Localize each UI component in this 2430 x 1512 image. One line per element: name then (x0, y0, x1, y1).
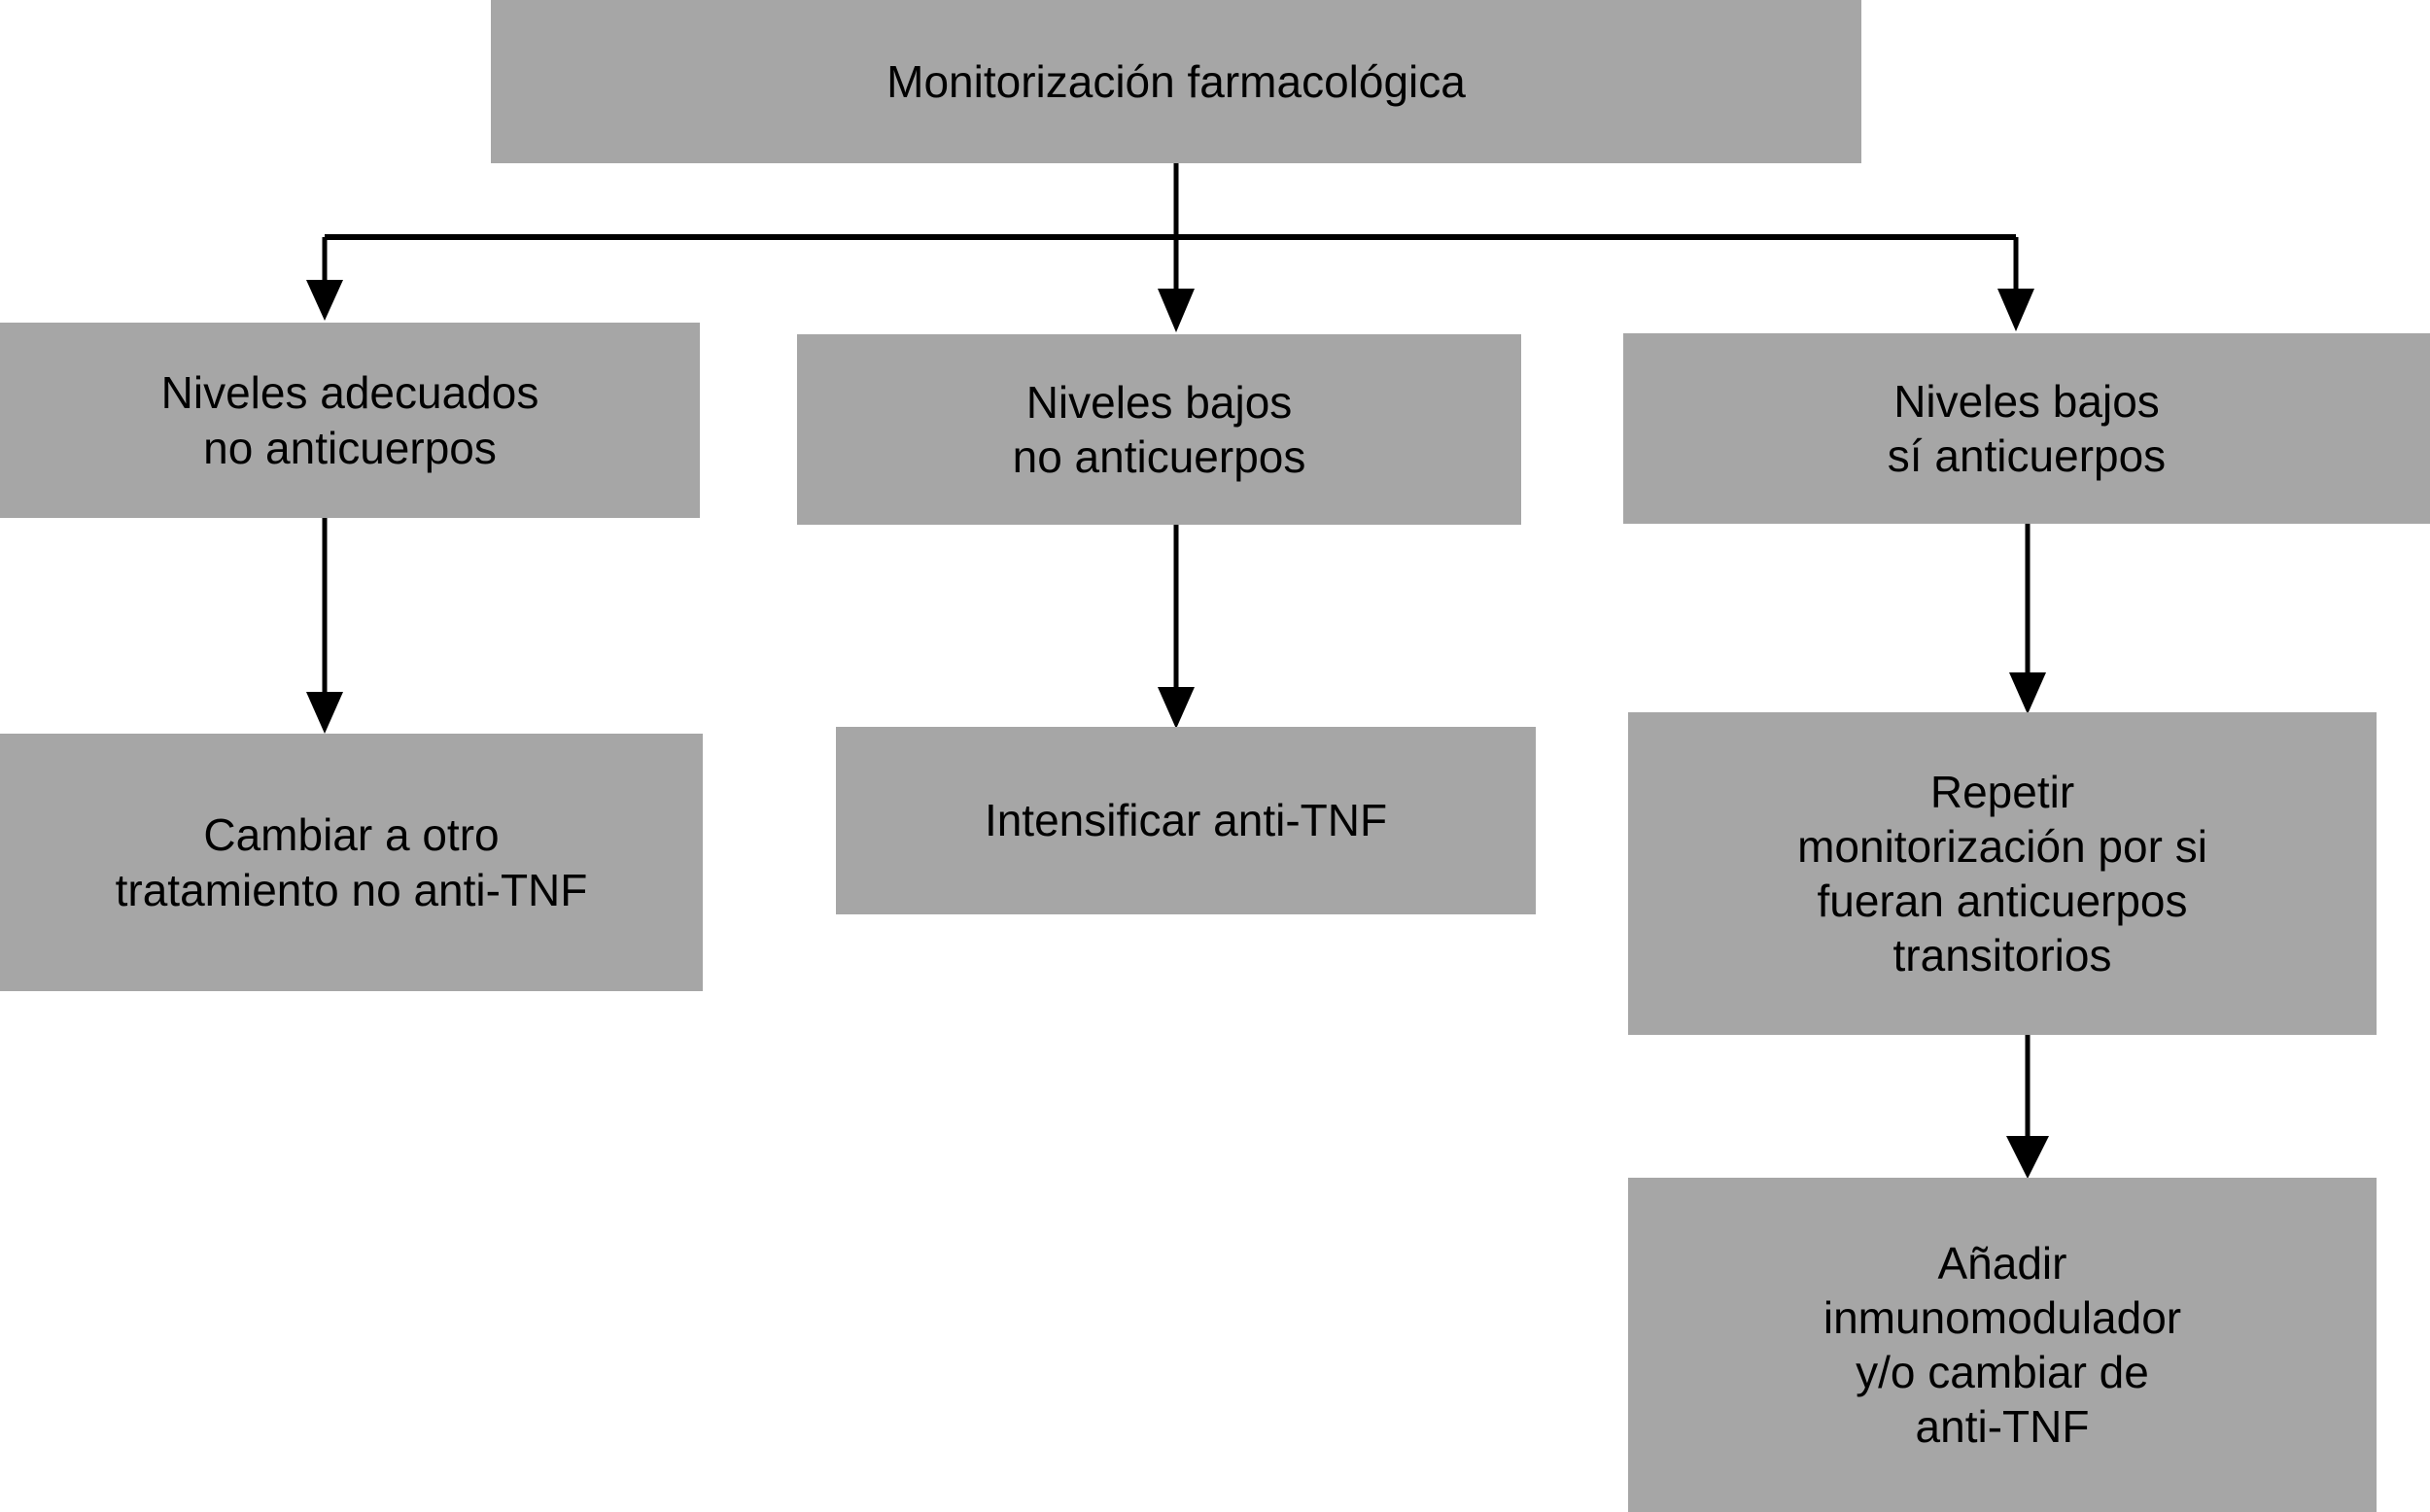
node-branch-niveles-bajos-no-anticuerpos[interactable]: Niveles bajos no anticuerpos (797, 334, 1521, 525)
edge-repeat-to-add-immuno-arrowhead (2006, 1136, 2049, 1179)
edge-low-no-ab-to-intensify-arrowhead (1158, 687, 1195, 729)
edge-root-to-adequate-arrowhead (306, 280, 343, 321)
node-action-anadir-inmunomodulador[interactable]: Añadir inmunomodulador y/o cambiar de an… (1628, 1178, 2377, 1512)
node-branch-niveles-bajos-si-anticuerpos[interactable]: Niveles bajos sí anticuerpos (1623, 333, 2430, 524)
node-action-intensificar-anti-tnf[interactable]: Intensificar anti-TNF (836, 727, 1536, 914)
edge-low-yes-ab-to-repeat-arrowhead (2009, 672, 2046, 714)
edge-root-to-low-yes-ab-arrowhead (1997, 289, 2034, 331)
node-branch-niveles-adecuados-no-anticuerpos[interactable]: Niveles adecuados no anticuerpos (0, 323, 700, 518)
edge-adequate-to-switch-arrowhead (306, 692, 343, 734)
node-action-cambiar-a-otro-tratamiento[interactable]: Cambiar a otro tratamiento no anti-TNF (0, 734, 703, 991)
node-root[interactable]: Monitorización farmacológica (491, 0, 1861, 163)
node-action-repetir-monitorizacion[interactable]: Repetir monitorización por si fueran ant… (1628, 712, 2377, 1035)
edge-root-to-low-no-ab-arrowhead (1158, 289, 1195, 332)
